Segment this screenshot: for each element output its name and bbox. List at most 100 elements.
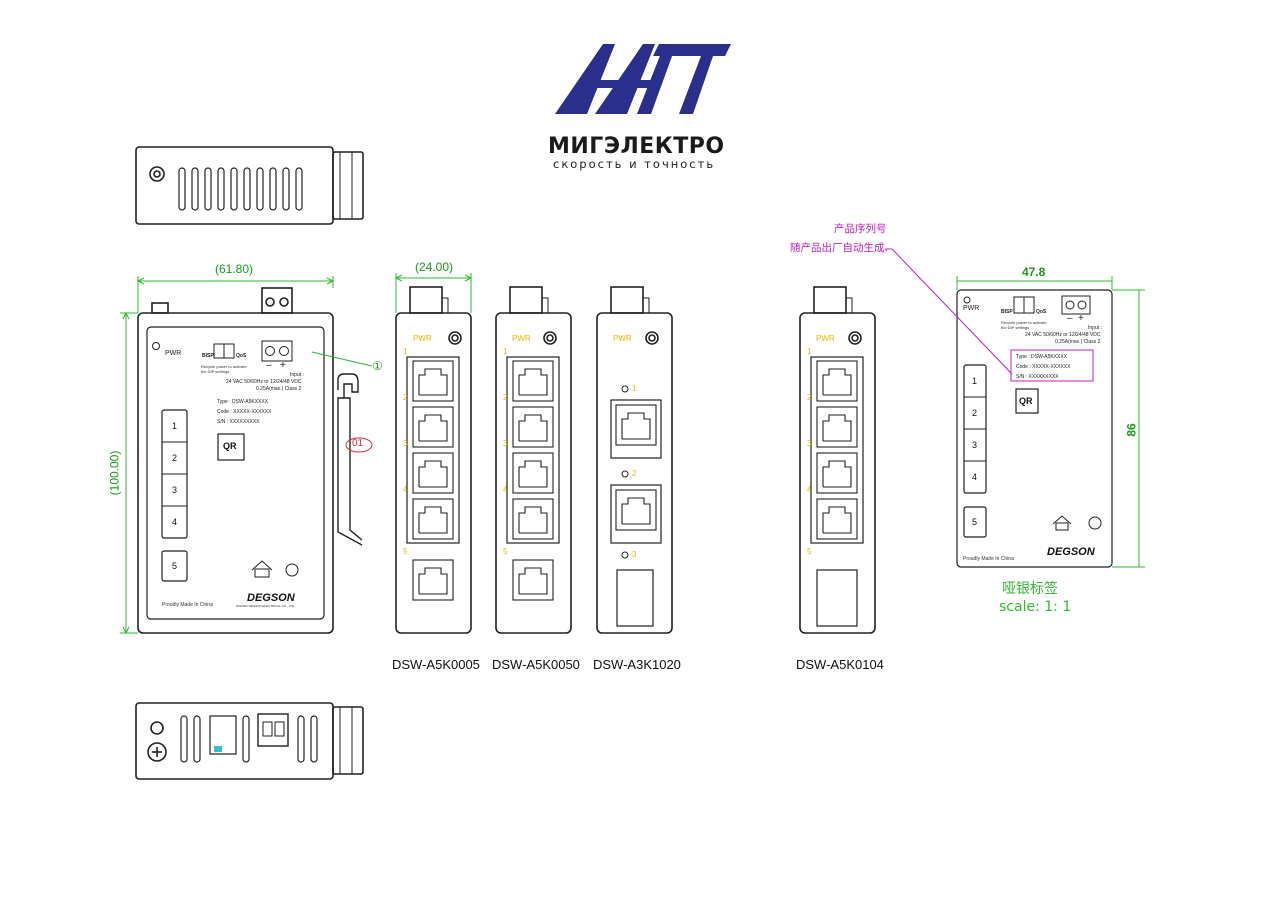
top-view bbox=[135, 146, 364, 225]
pwr-label: PWR bbox=[165, 350, 182, 357]
label-input-line-1: 24 VAC 50/60Hz or 12/24/48 VDC bbox=[1025, 332, 1101, 338]
rj45-port-a5k0005-3 bbox=[412, 452, 454, 494]
label-port-5: 5 bbox=[972, 517, 978, 527]
device-dsw-a5k0104 bbox=[799, 286, 876, 634]
model-name-a3k1020: DSW-A3K1020 bbox=[593, 657, 681, 672]
rj45-port-a5k0050-4 bbox=[512, 498, 554, 540]
side-port-number: 2 bbox=[403, 393, 408, 402]
brand-label: DEGSON bbox=[247, 592, 295, 604]
rj45-port-a5k0050-2 bbox=[512, 406, 554, 448]
dip-right-label: QoS bbox=[236, 353, 247, 359]
rj45-port-a5k0104-4 bbox=[816, 498, 858, 540]
label-input-line-2: 0.25A(max.) Class 2 bbox=[1055, 339, 1101, 345]
main-port-1: 1 bbox=[172, 421, 178, 431]
rj45-port-a5k0005-4 bbox=[412, 498, 454, 540]
rj45-port-a5k0005-5 bbox=[412, 559, 454, 601]
company-tagline: скорость и точность bbox=[553, 157, 716, 171]
input-line-1: 24 VAC 50/60Hz or 12/24/48 VDC bbox=[226, 379, 302, 385]
side-port-number: 4 bbox=[503, 485, 508, 494]
label-dip-left: BISP bbox=[1001, 309, 1013, 315]
main-port-2: 2 bbox=[172, 453, 178, 463]
device-dsw-a3k1020 bbox=[596, 286, 673, 634]
brand-sub-label: NINGBO DEGSON ELECTRICAL CO., LTD bbox=[236, 604, 295, 608]
side-port-number: 3 bbox=[807, 439, 812, 448]
side-port-number: 3 bbox=[503, 439, 508, 448]
side-port-number: 1 bbox=[503, 347, 508, 356]
label-type-line: Type : DSW-A5KXXXX bbox=[1016, 354, 1068, 360]
side-port-number: 5 bbox=[403, 547, 408, 556]
serial-annotation-1: 产品序列号 bbox=[834, 223, 887, 235]
model-name-a5k0005: DSW-A5K0005 bbox=[392, 657, 480, 672]
a3k-port-2: 2 bbox=[632, 469, 637, 478]
side-port-number: 2 bbox=[807, 393, 812, 402]
rj45-port-a5k0104-2 bbox=[816, 406, 858, 448]
terminal-minus: – bbox=[266, 360, 272, 371]
rj45-port-a5k0104-3 bbox=[816, 452, 858, 494]
input-label: Input : bbox=[290, 372, 304, 378]
rj45-port-a5k0005-2 bbox=[412, 406, 454, 448]
model-name-a5k0104: DSW-A5K0104 bbox=[796, 657, 884, 672]
label-port-2: 2 bbox=[972, 408, 978, 418]
label-dip-note-2: the DIP settings bbox=[1001, 325, 1030, 330]
label-port-3: 3 bbox=[972, 440, 978, 450]
side-port-number: 1 bbox=[807, 347, 812, 356]
type-line: Type : DSW-A5KXXXX bbox=[217, 399, 269, 405]
rj45-port-a3k1020-1 bbox=[615, 404, 657, 446]
qr-code-label: QR bbox=[223, 441, 237, 451]
label-terminal-plus: + bbox=[1078, 313, 1084, 324]
rj45-port-a3k1020-2 bbox=[615, 489, 657, 531]
rj45-port-a5k0050-1 bbox=[512, 360, 554, 402]
main-port-3: 3 bbox=[172, 485, 178, 495]
din-clip bbox=[337, 373, 363, 546]
label-sheet bbox=[956, 289, 1113, 568]
label-scale: scale: 1: 1 bbox=[999, 599, 1072, 615]
side-port-number: 5 bbox=[807, 547, 812, 556]
label-input-label: Input : bbox=[1088, 325, 1102, 331]
side-port-number: 3 bbox=[403, 439, 408, 448]
a3k-port-1: 1 bbox=[632, 384, 637, 393]
rj45-port-a5k0050-3 bbox=[512, 452, 554, 494]
dim-width-main: (61.80) bbox=[215, 262, 254, 276]
side-port-number: 1 bbox=[403, 347, 408, 356]
rj45-port-a5k0050-5 bbox=[512, 559, 554, 601]
bottom-view bbox=[135, 702, 364, 780]
label-terminal-minus: – bbox=[1067, 313, 1073, 324]
terminal-plus: + bbox=[280, 360, 286, 371]
label-qr-code: QR bbox=[1019, 396, 1033, 406]
side-port-number: 4 bbox=[807, 485, 812, 494]
label-dip-note-1: Recycle power to activate bbox=[1001, 320, 1047, 325]
side-port-number: 2 bbox=[503, 393, 508, 402]
callout-1: ① bbox=[372, 359, 383, 373]
label-material: 哑银标签 bbox=[1002, 581, 1058, 597]
sn-line: S/N : XXXXXXXXX bbox=[217, 419, 260, 425]
label-sn-line: S/N : XXXXXXXXX bbox=[1016, 374, 1059, 380]
device-dsw-a5k0050 bbox=[495, 286, 572, 634]
made-in-label: Proudly Made In China bbox=[162, 602, 213, 608]
label-made-in: Proudly Made In China bbox=[963, 556, 1014, 562]
pwr-a5k0005: PWR bbox=[413, 334, 432, 343]
callout-01: 01 bbox=[352, 438, 364, 449]
label-port-4: 4 bbox=[972, 472, 978, 482]
side-port-number: 5 bbox=[503, 547, 508, 556]
dip-note-1: Recycle power to activate bbox=[201, 364, 247, 369]
pwr-a5k0104: PWR bbox=[816, 334, 835, 343]
company-name: МИГЭЛЕКТРО bbox=[548, 134, 725, 159]
dim-height-label: 86 bbox=[1124, 423, 1139, 437]
front-view-main bbox=[137, 287, 334, 634]
label-code-line: Code : XXXXX-XXXXXX bbox=[1016, 364, 1071, 370]
dim-width-side: (24.00) bbox=[415, 260, 454, 274]
dip-note-2: the DIP settings bbox=[201, 369, 230, 374]
side-port-number: 4 bbox=[403, 485, 408, 494]
a3k-port-3: 3 bbox=[632, 550, 637, 559]
rj45-port-a5k0104-1 bbox=[816, 360, 858, 402]
dim-height-main: (100.00) bbox=[107, 450, 122, 496]
main-port-5: 5 bbox=[172, 561, 178, 571]
main-port-4: 4 bbox=[172, 517, 178, 527]
dip-left-label: BISP bbox=[202, 353, 214, 359]
input-line-2: 0.25A(max.) Class 2 bbox=[256, 386, 302, 392]
label-pwr: PWR bbox=[963, 305, 980, 312]
dim-width-label: 47.8 bbox=[1022, 265, 1046, 279]
device-dsw-a5k0005 bbox=[395, 286, 472, 634]
code-line: Code : XXXXX-XXXXXX bbox=[217, 409, 272, 415]
